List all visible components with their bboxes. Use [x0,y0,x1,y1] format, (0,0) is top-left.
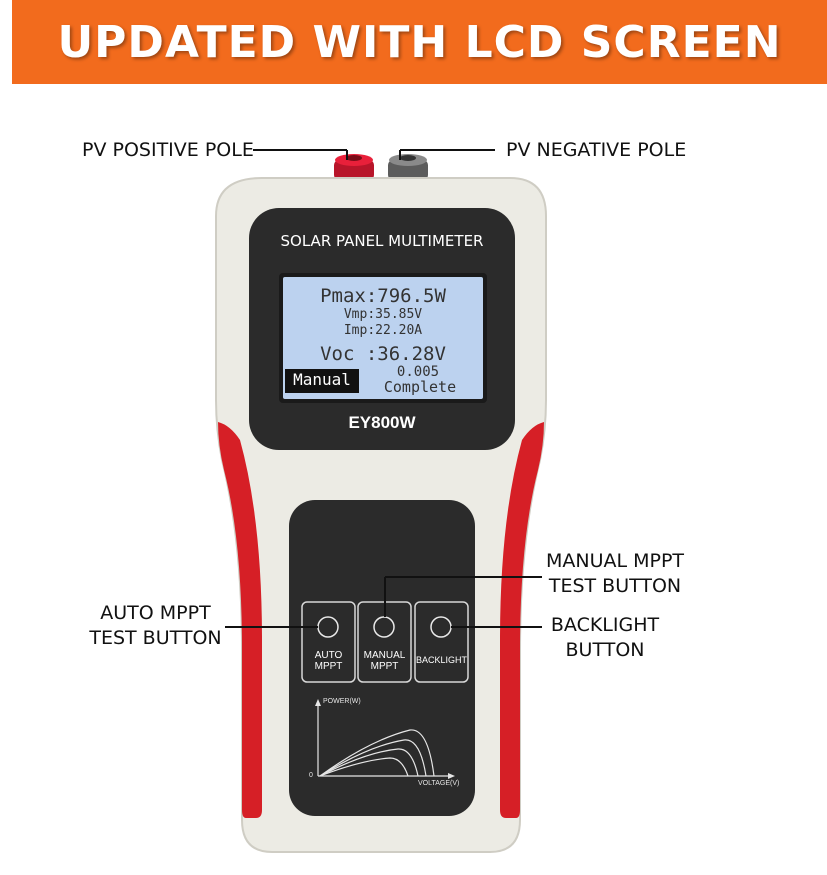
banner: UPDATED WITH LCD SCREEN [12,0,827,84]
callout-auto-mppt-line1: AUTO MPPT [100,602,211,624]
auto-mppt-label-line1: AUTO [314,650,343,661]
callout-backlight: BACKLIGHT BUTTON [545,613,665,663]
right-grip [500,422,544,818]
lcd-mode-highlight [285,369,359,393]
graph-ylabel: POWER(W) [323,698,361,705]
lcd-value: 0.005 [396,364,440,380]
lcd-status: Complete [383,378,457,396]
manual-mppt-label-line1: MANUAL [363,650,406,661]
banner-title: UPDATED WITH LCD SCREEN [57,16,782,68]
backlight-button[interactable] [414,601,469,683]
callout-manual-mppt-line2: TEST BUTTON [548,575,682,597]
pv-negative-terminal [388,154,428,180]
callout-auto-mppt: AUTO MPPT TEST BUTTON [88,601,223,651]
lcd-screen [283,277,483,399]
lcd-imp: Imp:22.20A [343,323,423,338]
callout-lines [225,149,542,628]
manual-mppt-label-line2: MPPT [370,661,399,672]
backlight-button-label[interactable]: BACKLIGHT [415,655,467,665]
callout-pv-negative-pole: PV NEGATIVE POLE [506,139,687,161]
lcd-mode: Manual [293,370,351,389]
callout-auto-mppt-line2: TEST BUTTON [89,627,222,649]
lcd-vmp: Vmp:35.85V [343,307,423,322]
auto-mppt-button-label[interactable]: AUTO MPPT [302,650,355,672]
graph-xlabel: VOLTAGE(V) [418,780,460,787]
pv-curve-graph [315,699,455,779]
auto-mppt-label-line2: MPPT [314,661,343,672]
callout-backlight-line2: BUTTON [565,639,645,661]
left-grip [218,422,262,818]
callout-manual-mppt: MANUAL MPPT TEST BUTTON [545,549,685,599]
lcd-voc: Voc :36.28V [320,343,446,365]
auto-mppt-button[interactable] [301,601,356,683]
pv-positive-terminal [334,154,374,180]
callout-manual-mppt-line1: MANUAL MPPT [545,550,685,572]
callout-pv-positive-pole: PV POSITIVE POLE [82,139,254,161]
lcd-pmax: Pmax:796.5W [320,285,446,307]
device-model: EY800W [348,413,416,432]
device-title: SOLAR PANEL MULTIMETER [280,232,484,250]
manual-mppt-button-label[interactable]: MANUAL MPPT [358,650,411,672]
graph-origin: 0 [309,772,313,779]
callout-backlight-line1: BACKLIGHT [550,614,660,636]
